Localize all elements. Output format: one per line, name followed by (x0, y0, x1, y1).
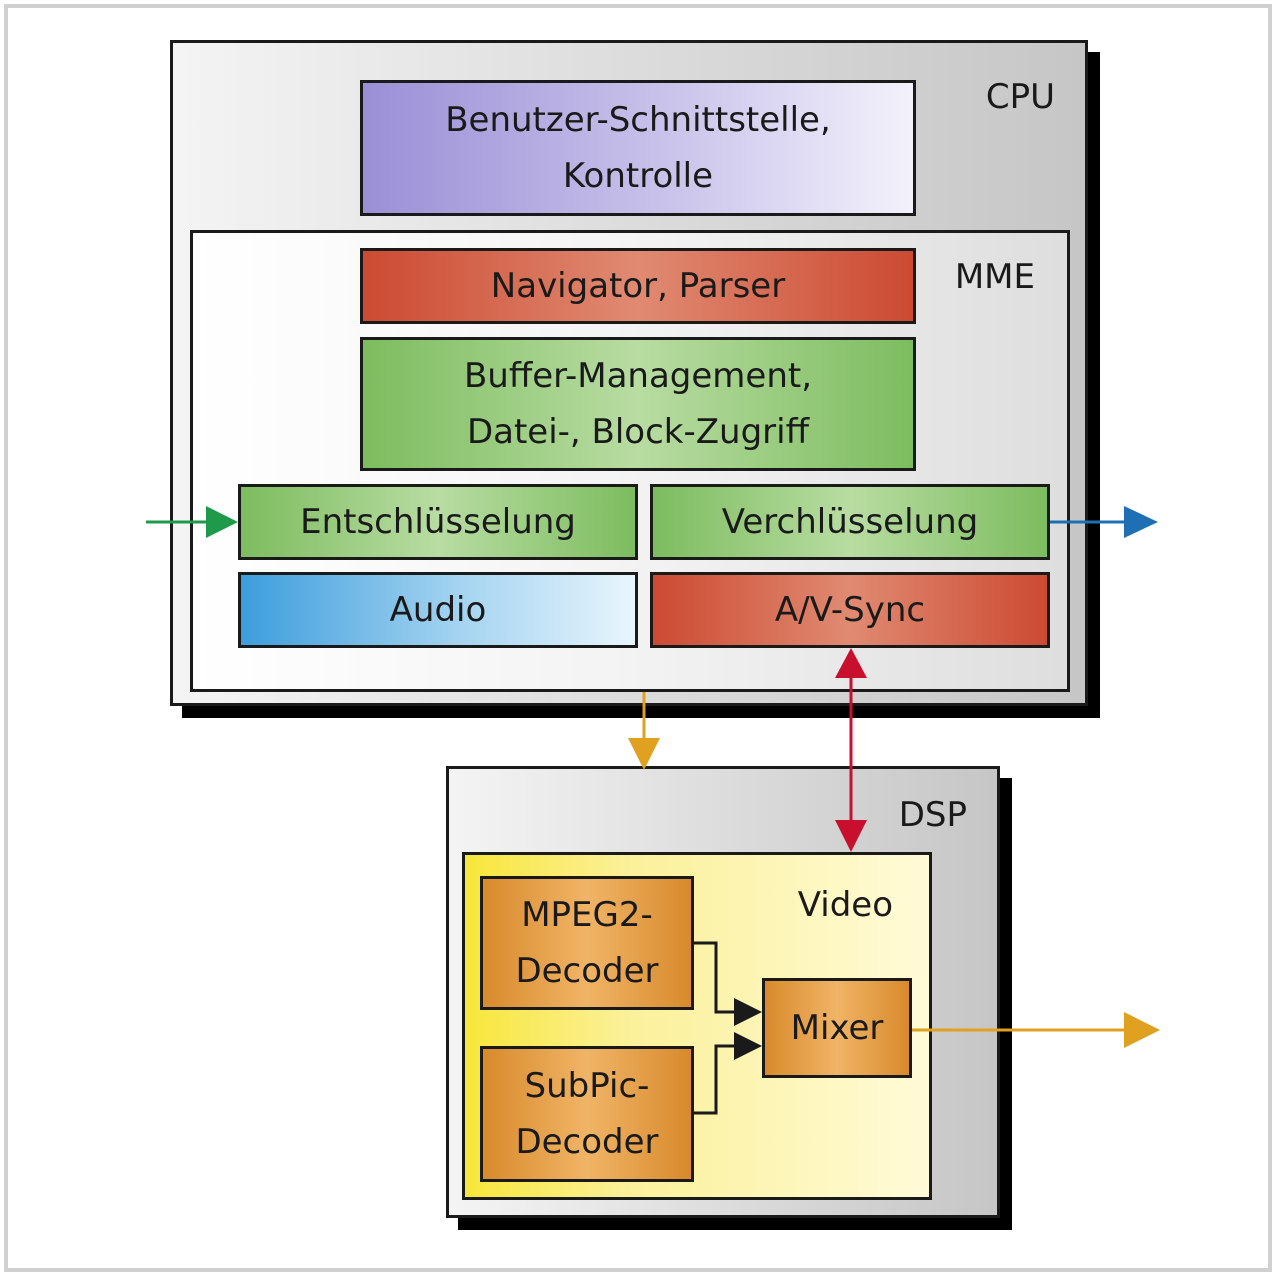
dsp-label: DSP (898, 795, 967, 835)
input-arrow (146, 506, 238, 538)
subpic-decoder-text: SubPic- Decoder (515, 1066, 659, 1162)
buffer-management-box: Buffer-Management, Datei-, Block-Zugriff (360, 337, 916, 471)
mixer-box: Mixer (762, 978, 912, 1078)
mixer-text: Mixer (790, 1008, 884, 1048)
output-arrow (1050, 506, 1158, 538)
user-interface-box: Benutzer-Schnittstelle, Kontrolle (360, 80, 916, 216)
av-sync-link-arrow (835, 648, 867, 852)
decryption-text: Entschlüsselung (300, 502, 576, 542)
navigator-parser-text: Navigator, Parser (490, 266, 786, 306)
decryption-box: Entschlüsselung (238, 484, 638, 560)
encryption-box: Verchlüsselung (650, 484, 1050, 560)
audio-text: Audio (389, 590, 487, 630)
navigator-parser-box: Navigator, Parser (360, 248, 916, 324)
mixer-output-arrow (912, 1012, 1160, 1048)
user-interface-text: Benutzer-Schnittstelle, Kontrolle (445, 100, 831, 196)
encryption-text: Verchlüsselung (721, 502, 979, 542)
outer-frame (4, 4, 1272, 1272)
av-sync-text: A/V-Sync (774, 590, 926, 630)
decoder-to-mixer-connectors (694, 941, 762, 1115)
cpu-label: CPU (985, 77, 1055, 117)
mme-label: MME (954, 257, 1035, 297)
cpu-to-dsp-arrow (628, 692, 660, 770)
subpic-decoder-box: SubPic- Decoder (480, 1046, 694, 1182)
mpeg2-decoder-box: MPEG2- Decoder (480, 876, 694, 1010)
mpeg2-decoder-text: MPEG2- Decoder (515, 895, 659, 991)
video-label: Video (797, 885, 893, 925)
buffer-management-text: Buffer-Management, Datei-, Block-Zugriff (463, 356, 813, 452)
audio-box: Audio (238, 572, 638, 648)
av-sync-box: A/V-Sync (650, 572, 1050, 648)
